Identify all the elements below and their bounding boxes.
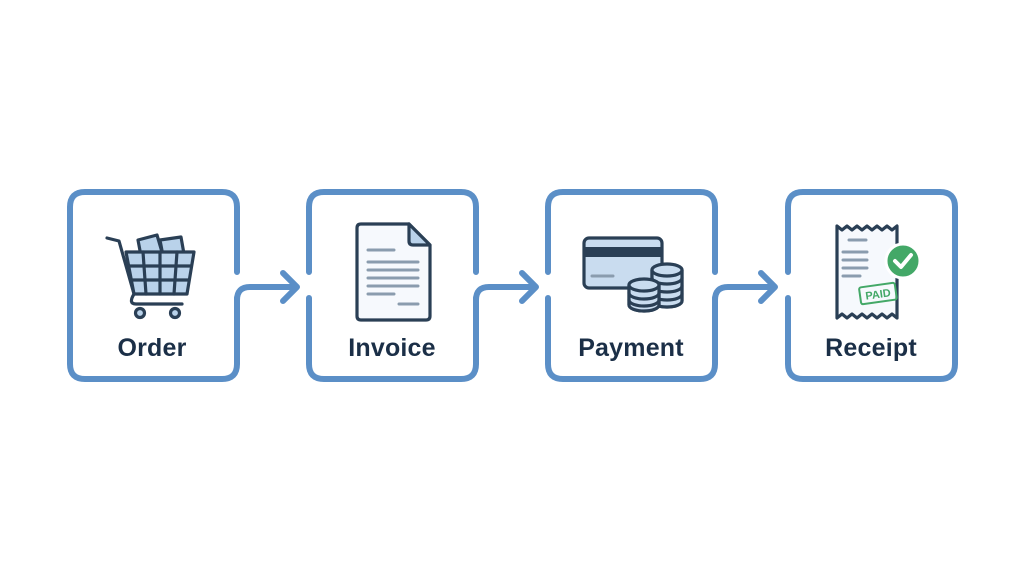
check-circle-icon: [884, 242, 922, 280]
step-label-order: Order: [117, 334, 187, 362]
receipt-check-icon: PAID: [835, 224, 922, 320]
step-label-payment: Payment: [578, 334, 684, 362]
credit-card-coins-icon: [582, 236, 684, 313]
step-box-order: [67, 189, 240, 382]
paid-stamp: PAID: [858, 281, 898, 306]
step-label-invoice: Invoice: [348, 334, 436, 362]
paid-stamp-text: PAID: [865, 287, 892, 302]
connector-arrow-payment-receipt: [712, 270, 778, 313]
shopping-cart-icon: [105, 233, 196, 320]
document-icon: [355, 222, 432, 322]
step-box-payment: [545, 189, 718, 382]
step-box-invoice: [306, 189, 479, 382]
connector-arrow-invoice-payment: [473, 270, 539, 313]
connector-arrow-order-invoice: [234, 270, 300, 313]
step-box-receipt: [785, 189, 958, 382]
step-label-receipt: Receipt: [825, 334, 917, 362]
coin-stack-icon: [627, 262, 684, 313]
